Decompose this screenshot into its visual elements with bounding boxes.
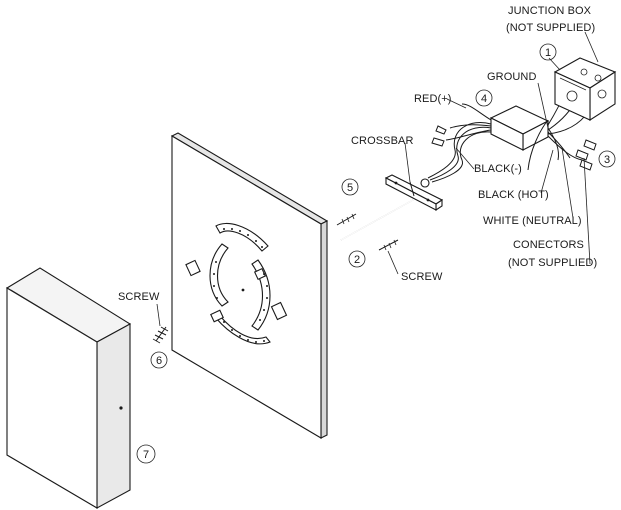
callout-3: 3 xyxy=(598,150,616,168)
svg-text:2: 2 xyxy=(354,254,360,266)
driver-and-wires xyxy=(420,89,597,188)
callouts: 1 2 3 4 5 6 7 xyxy=(136,43,616,464)
svg-text:4: 4 xyxy=(481,93,487,105)
label-white-neutral: WHITE (NEUTRAL) xyxy=(483,215,582,227)
label-black-negative: BLACK(-) xyxy=(474,163,522,175)
label-junction-box: JUNCTION BOX xyxy=(508,5,592,17)
cover-screw-hole xyxy=(119,406,123,410)
svg-text:1: 1 xyxy=(545,47,551,59)
label-connectors: CONECTORS xyxy=(513,239,584,251)
screw-5-item xyxy=(336,213,357,226)
callout-1: 1 xyxy=(539,43,557,61)
svg-text:5: 5 xyxy=(347,182,353,194)
label-red: RED(+) xyxy=(414,93,452,105)
label-crossbar: CROSSBAR xyxy=(351,135,414,147)
svg-text:3: 3 xyxy=(604,154,610,166)
label-connectors-note: (NOT SUPPLIED) xyxy=(508,257,597,269)
screw-2-item xyxy=(378,239,399,251)
svg-text:6: 6 xyxy=(156,355,162,367)
mounting-plate xyxy=(170,132,329,439)
label-junction-box-note: (NOT SUPPLIED) xyxy=(506,22,595,34)
leader-lines xyxy=(156,31,599,327)
label-black-hot: BLACK (HOT) xyxy=(478,189,549,201)
crossbar xyxy=(340,174,444,241)
callout-6: 6 xyxy=(150,351,168,369)
label-screw-left: SCREW xyxy=(118,291,160,303)
callout-2: 2 xyxy=(348,250,366,268)
callout-4: 4 xyxy=(475,89,493,107)
label-ground: GROUND xyxy=(487,71,537,83)
labels: JUNCTION BOX (NOT SUPPLIED) GROUND RED(+… xyxy=(118,5,597,303)
svg-text:7: 7 xyxy=(143,449,149,461)
junction-box xyxy=(553,57,617,122)
callout-7: 7 xyxy=(136,444,156,464)
label-screw-right: SCREW xyxy=(401,271,443,283)
screw-6 xyxy=(152,326,169,344)
housing-cover xyxy=(5,267,132,509)
callout-5: 5 xyxy=(341,178,359,196)
